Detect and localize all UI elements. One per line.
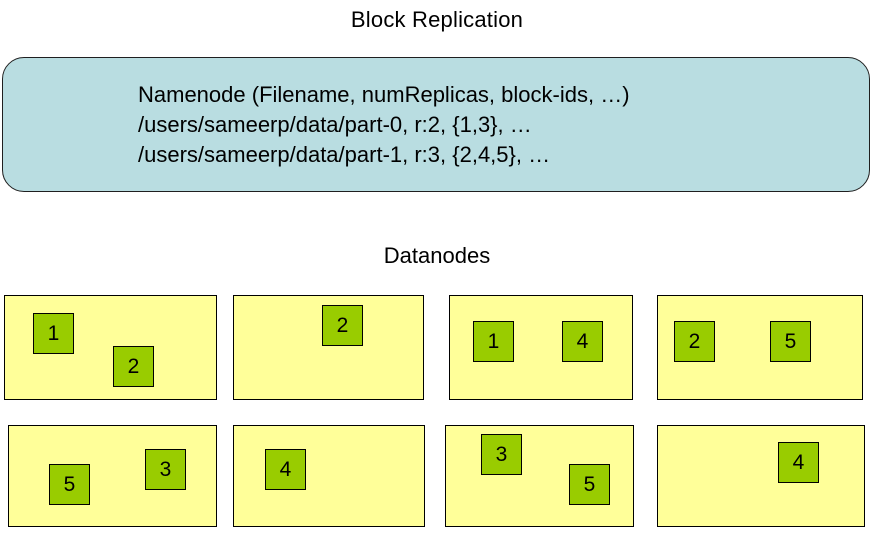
block-replica: 2 bbox=[113, 346, 154, 387]
block-replica: 2 bbox=[674, 321, 715, 362]
datanodes-label: Datanodes bbox=[383, 243, 491, 268]
datanode-box-1: 1 2 bbox=[4, 295, 217, 400]
block-replica: 5 bbox=[770, 321, 811, 362]
block-replica: 3 bbox=[481, 434, 522, 475]
namenode-file-entry-2: /users/sameerp/data/part-1, r:3, {2,4,5}… bbox=[138, 142, 551, 167]
datanode-box-8: 4 bbox=[657, 425, 865, 527]
block-replica: 5 bbox=[49, 464, 90, 505]
block-replica: 1 bbox=[33, 313, 74, 354]
block-replica: 2 bbox=[322, 305, 363, 346]
diagram-title: Block Replication bbox=[350, 7, 524, 32]
block-replica: 4 bbox=[265, 449, 306, 490]
block-replica: 5 bbox=[569, 464, 610, 505]
datanode-box-4: 2 5 bbox=[657, 295, 863, 400]
datanode-box-6: 4 bbox=[233, 425, 425, 527]
datanode-box-2: 2 bbox=[233, 295, 424, 400]
namenode-text: Namenode (Filename, numReplicas, block-i… bbox=[138, 80, 630, 170]
datanode-box-3: 1 4 bbox=[449, 295, 633, 400]
namenode-box: Namenode (Filename, numReplicas, block-i… bbox=[2, 57, 870, 192]
block-replica: 4 bbox=[778, 442, 819, 483]
block-replica: 1 bbox=[473, 321, 514, 362]
datanode-box-5: 5 3 bbox=[8, 425, 217, 527]
block-replica: 3 bbox=[145, 449, 186, 490]
block-replica: 4 bbox=[562, 321, 603, 362]
datanode-box-7: 3 5 bbox=[445, 425, 634, 527]
namenode-file-entry-1: /users/sameerp/data/part-0, r:2, {1,3}, … bbox=[138, 112, 532, 137]
namenode-header-line: Namenode (Filename, numReplicas, block-i… bbox=[138, 82, 630, 107]
